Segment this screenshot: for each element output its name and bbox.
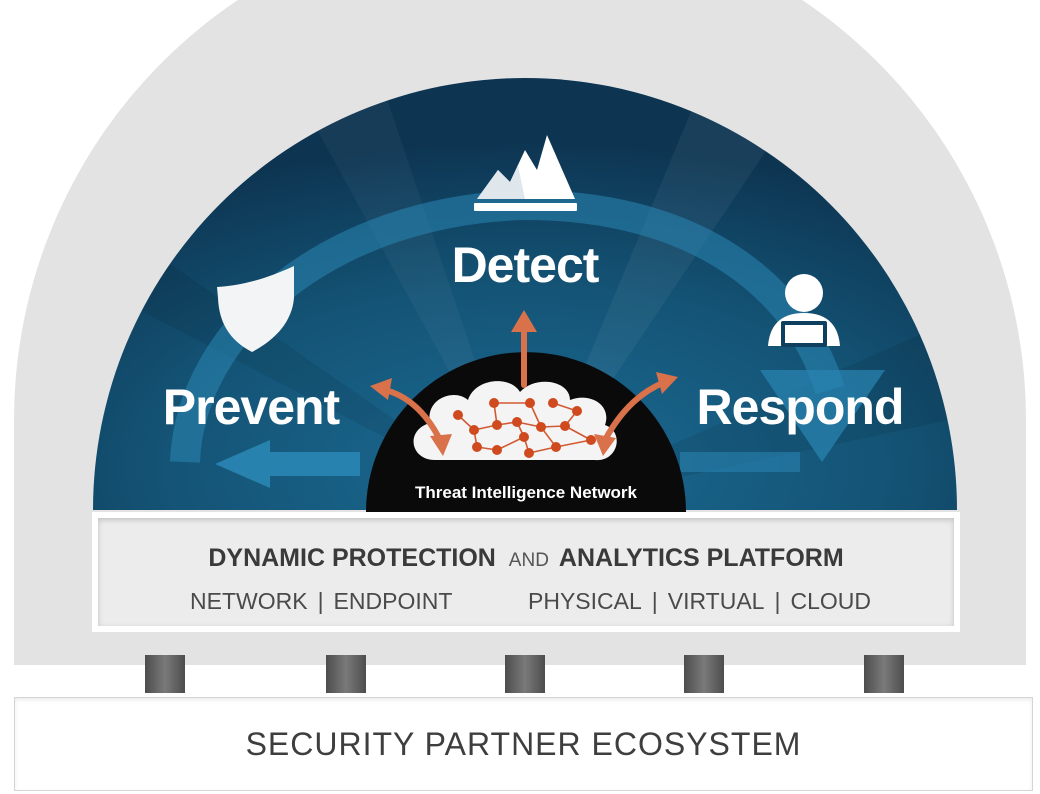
separator: |	[774, 588, 781, 614]
ecosystem-label: SECURITY PARTNER ECOSYSTEM	[245, 726, 802, 762]
platform-item: CLOUD	[790, 588, 871, 614]
pillar	[864, 655, 904, 693]
user-laptop-icon	[768, 274, 840, 347]
pillar	[505, 655, 545, 693]
network-cloud-icon	[413, 381, 617, 461]
detect-label: Detect	[452, 237, 600, 293]
core-label: Threat Intelligence Network	[415, 483, 638, 502]
platform-item: PHYSICAL	[528, 588, 642, 614]
pillars	[145, 655, 904, 693]
platform-title-part1: DYNAMIC PROTECTION	[208, 544, 496, 572]
platform-item: VIRTUAL	[667, 588, 765, 614]
platform-panel: DYNAMIC PROTECTION AND ANALYTICS PLATFORM…	[92, 512, 960, 632]
platform-item: NETWORK	[190, 588, 308, 614]
platform-items-right: PHYSICAL | VIRTUAL | CLOUD	[528, 588, 871, 615]
platform-title-part2: ANALYTICS PLATFORM	[558, 544, 844, 572]
separator: |	[317, 588, 324, 614]
prevent-label: Prevent	[163, 379, 341, 435]
platform-items-left: NETWORK | ENDPOINT	[190, 588, 452, 615]
pillar	[145, 655, 185, 693]
ecosystem-bar: SECURITY PARTNER ECOSYSTEM	[14, 697, 1033, 791]
separator: |	[651, 588, 658, 614]
pillar	[684, 655, 724, 693]
platform-title: DYNAMIC PROTECTION AND ANALYTICS PLATFORM	[98, 544, 954, 573]
dome	[93, 78, 957, 510]
shield-icon	[217, 266, 294, 352]
core-arrow-heads	[370, 310, 678, 456]
platform-item: ENDPOINT	[333, 588, 453, 614]
core-arrows	[382, 325, 668, 443]
platform-title-and: AND	[508, 550, 549, 571]
pillar	[326, 655, 366, 693]
mountain-chart-icon	[474, 135, 577, 211]
respond-label: Respond	[697, 379, 904, 435]
